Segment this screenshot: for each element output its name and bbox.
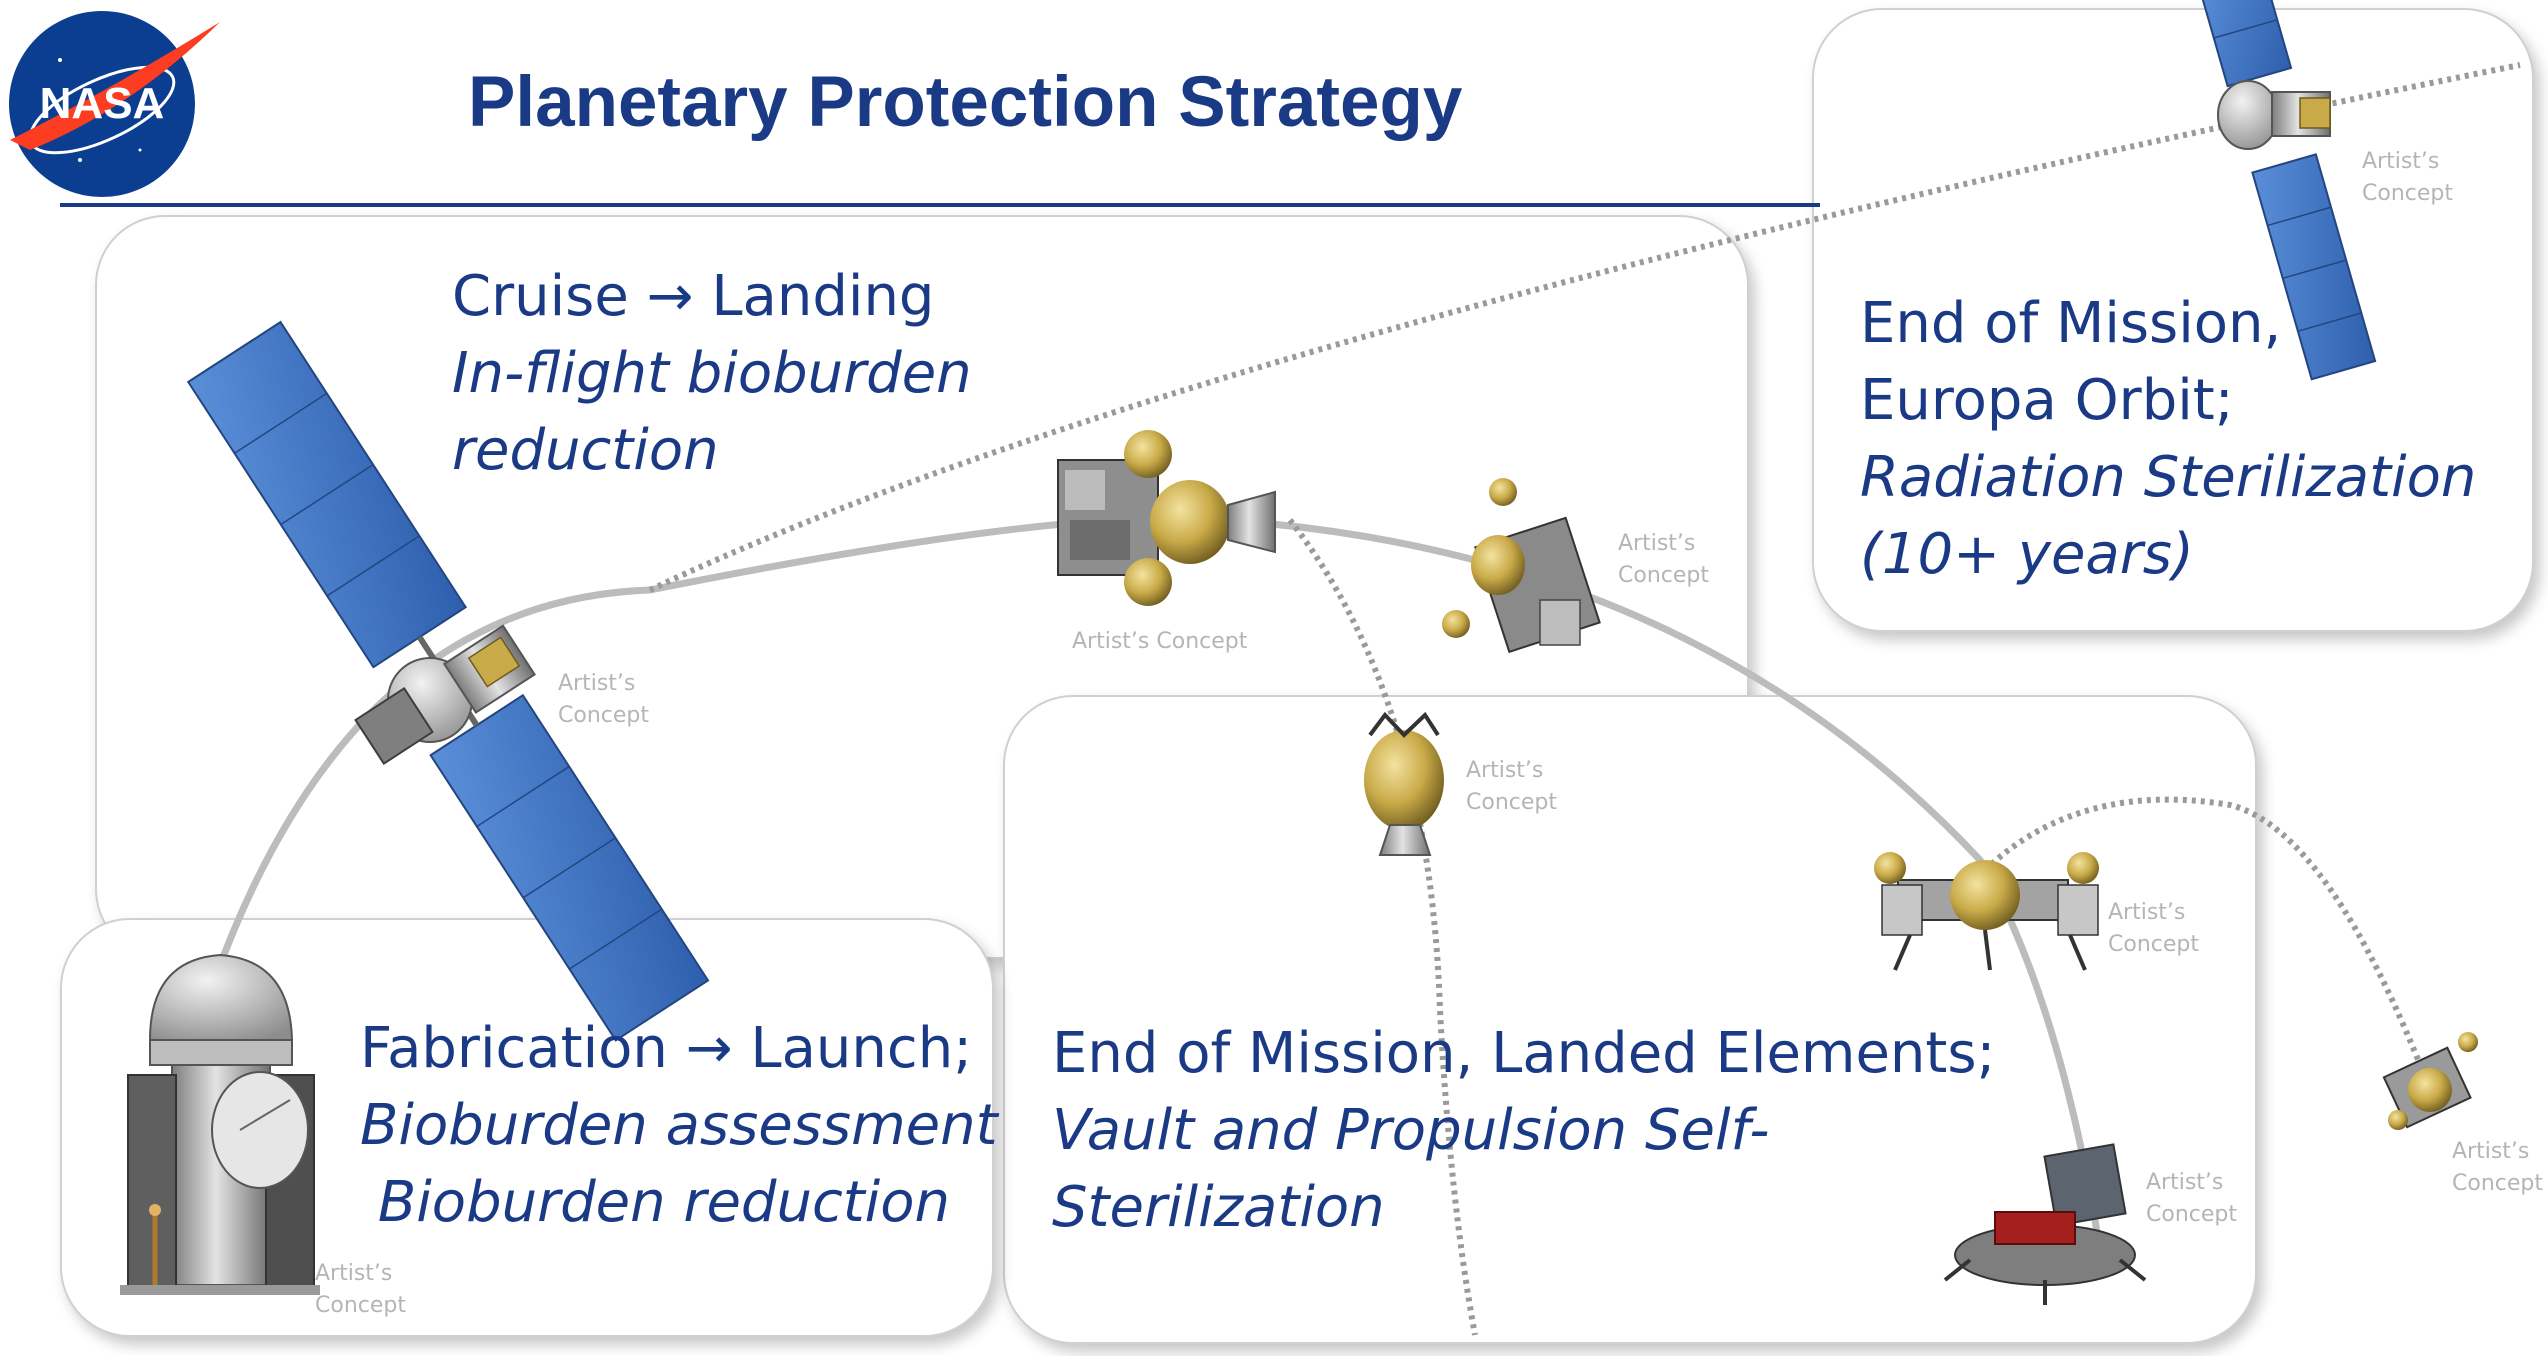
- orbit-dotted-path: [648, 62, 2521, 593]
- cruise-subtitle-1: In-flight bioburden: [452, 341, 972, 406]
- credit-lander: Artist’s Concept: [1618, 531, 1709, 588]
- orbit-panel-text: End of Mission, Europa Orbit; Radiation …: [1860, 285, 2476, 593]
- credit-far-right: Artist’s Concept: [2452, 1139, 2543, 1196]
- cruise-heading: Cruise → Landing: [452, 264, 935, 329]
- page-title: Planetary Protection Strategy: [468, 63, 1463, 142]
- landed-subtitle-2: Sterilization: [1052, 1175, 1385, 1240]
- credit-orbiter: Artist’s Concept: [2362, 149, 2453, 206]
- cruise-subtitle-2: reduction: [452, 418, 719, 483]
- credit-rocket: Artist’s Concept: [1466, 758, 1557, 815]
- credit-cruise-spacecraft: Artist’s Concept: [558, 671, 649, 728]
- surface-lander-icon: [1943, 1143, 2147, 1305]
- orbit-subtitle-1: Radiation Sterilization: [1860, 445, 2477, 510]
- orbit-heading-1: End of Mission,: [1860, 291, 2282, 356]
- title-underline: [60, 203, 1820, 207]
- panel-orbit: [1812, 8, 2534, 632]
- descending-lander-icon: [1442, 478, 1601, 654]
- landed-heading: End of Mission, Landed Elements;: [1052, 1021, 1996, 1086]
- nasa-logo: NASA: [9, 11, 220, 197]
- fabrication-subtitle-1: Bioburden assessment: [360, 1093, 998, 1158]
- fabrication-panel-text: Fabrication → Launch; Bioburden assessme…: [360, 1010, 998, 1241]
- cruise-spacecraft-icon: [186, 320, 710, 1042]
- skycrane-lander-icon: [1874, 852, 2099, 971]
- launch-fairing-icon: [120, 953, 320, 1295]
- credit-fairing: Artist’s Concept: [315, 1261, 406, 1318]
- orbit-subtitle-2: (10+ years): [1860, 522, 2194, 587]
- fabrication-heading: Fabrication → Launch;: [360, 1016, 973, 1081]
- credit-surface-lander: Artist’s Concept: [2146, 1170, 2237, 1227]
- cruise-panel-text: Cruise → Landing In-flight bioburden red…: [452, 258, 972, 489]
- svg-text:NASA: NASA: [40, 79, 165, 128]
- fabrication-subtitle-2: Bioburden reduction: [377, 1170, 950, 1235]
- cruise-stack-icon: [1057, 430, 1276, 606]
- credit-cruise-stack: Artist’s Concept: [1072, 629, 1248, 654]
- descent-vehicle-icon: [1364, 711, 1444, 856]
- departing-stage-icon: [2382, 1032, 2478, 1130]
- credit-skycrane: Artist’s Concept: [2108, 900, 2199, 957]
- landed-subtitle-1: Vault and Propulsion Self-: [1052, 1098, 1770, 1163]
- europa-orbiter-icon: [2196, 0, 2377, 381]
- skycrane-dotted-path: [1982, 796, 2433, 1092]
- landed-panel-text: End of Mission, Landed Elements; Vault a…: [1052, 1015, 1995, 1246]
- orbit-heading-2: Europa Orbit;: [1860, 368, 2234, 433]
